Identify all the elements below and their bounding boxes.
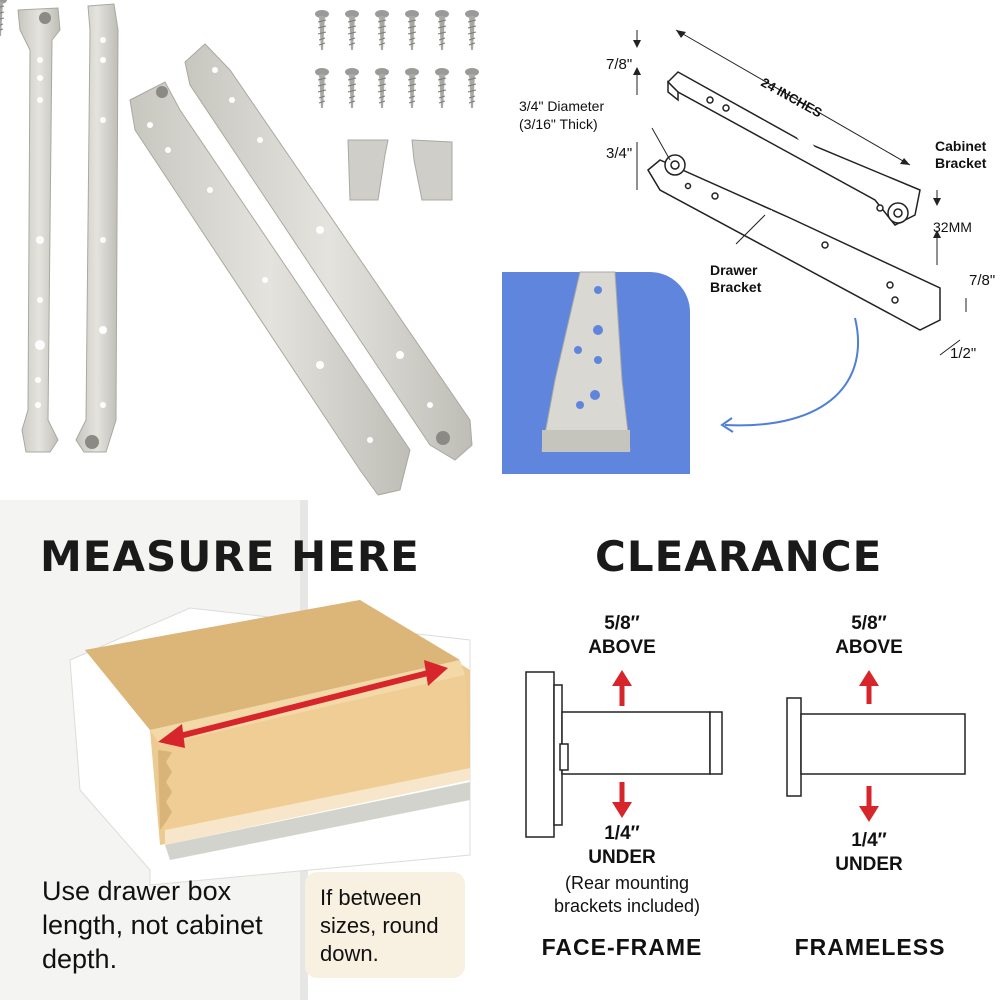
screw-set (0, 0, 480, 109)
face-frame-drawing (525, 671, 723, 838)
cabinet-bracket-label: Cabinet Bracket (935, 138, 987, 171)
rear-mounting-brackets (347, 139, 453, 201)
measure-instruction: Use drawer box length, not cabinet depth… (42, 876, 263, 974)
face-frame-above-word: ABOVE (588, 637, 656, 658)
drawer-rail-drawing (647, 154, 941, 331)
size-tip: If between sizes, round down. (320, 885, 439, 966)
frameless-above-word: ABOVE (835, 637, 903, 658)
face-frame-under-value: 1/4″ (604, 823, 640, 844)
wheel-offset-label: 3/4" (606, 145, 633, 162)
frameless-label: FRAMELESS (794, 934, 946, 960)
frameless-under-value: 1/4″ (851, 830, 887, 851)
bottom-height-label: 7/8" (969, 272, 996, 289)
measure-arrow (158, 660, 448, 748)
bottom-width-label: 1/2" (950, 345, 977, 362)
drawer-rail-left (17, 7, 61, 453)
curved-pointer-arrow (724, 317, 860, 427)
top-height-label: 7/8" (606, 56, 633, 73)
drawer-rail-diagonal-right (184, 43, 473, 461)
face-frame-under-word: UNDER (588, 847, 656, 868)
drawer-rail-diagonal-left (129, 81, 411, 496)
frameless-drawing (786, 697, 966, 797)
face-frame-label: FACE-FRAME (541, 934, 703, 960)
dimension-diagram: 24 INCHES 7/8" 3/4" Diameter (3/16" Thic… (500, 0, 1000, 500)
cabinet-rail-drawing (666, 71, 921, 226)
clearance-panel: CLEARANCE 5/8″ ABOVE 1/4″ UNDER (Rear mo… (500, 500, 1000, 1000)
rail-closeup-inset (502, 271, 690, 474)
spacing-label: 32MM (933, 219, 972, 235)
drawer-illustration (69, 600, 471, 886)
drawer-bracket-label: Drawer Bracket (710, 262, 762, 295)
face-frame-above-value: 5/8″ (604, 613, 640, 634)
measure-panel: MEASURE HERE Use drawer box length, not … (0, 500, 500, 1000)
product-parts-photo (0, 0, 500, 500)
drawer-rail-second (75, 3, 119, 453)
clearance-arrows (612, 670, 879, 822)
diameter-label: 3/4" Diameter (519, 98, 605, 114)
frameless-under-word: UNDER (835, 854, 903, 875)
frameless-above-value: 5/8″ (851, 613, 887, 634)
thickness-label: (3/16" Thick) (519, 116, 598, 132)
face-frame-note: (Rear mounting brackets included) (553, 873, 701, 916)
clearance-title: CLEARANCE (595, 532, 883, 581)
measure-title: MEASURE HERE (40, 532, 420, 581)
